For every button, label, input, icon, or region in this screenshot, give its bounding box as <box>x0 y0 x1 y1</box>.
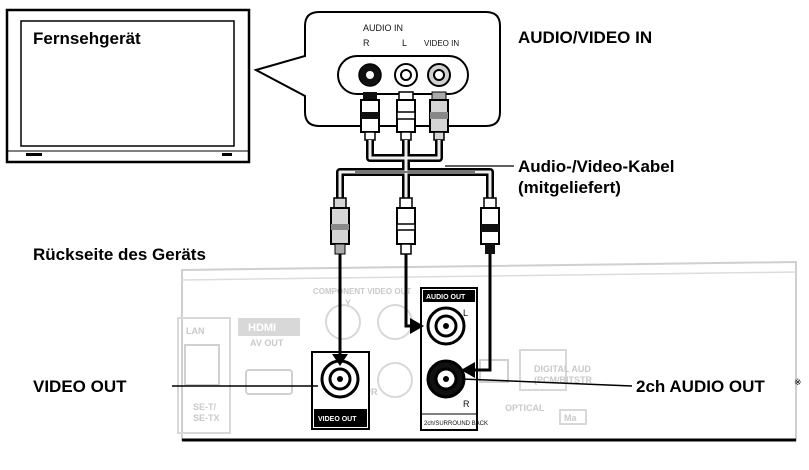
cable-label-line1: Audio-/Video-Kabel <box>518 157 674 176</box>
plug-video-tv <box>429 91 449 141</box>
lan-spec-1: SE-T/ <box>193 402 217 412</box>
plug-r-tv <box>360 92 380 141</box>
cable-label-line2: (mitgeliefert) <box>518 178 621 197</box>
ma-label: Ma <box>564 413 577 423</box>
av-in-title: AUDIO/VIDEO IN <box>518 28 652 47</box>
arrow-head-video <box>332 354 348 366</box>
lan-spec-2: SE-TX <box>193 413 220 423</box>
audio-in-label: AUDIO IN <box>363 23 403 33</box>
digital-audio-label-2: (PCM/BITSTR <box>534 375 592 385</box>
surround-back-label: 2ch/SURROUND BACK <box>424 421 488 427</box>
arrow-head-audio-r <box>461 362 475 378</box>
av-out-label: AV OUT <box>250 338 284 348</box>
device-rear-panel: LAN SE-T/ SE-TX HDMI AV OUT COMPONENT VI… <box>177 260 797 442</box>
device-rear-label: Rückseite des Geräts <box>33 245 206 264</box>
audio-out-l-label: L <box>463 308 468 318</box>
video-out-callout: VIDEO OUT <box>33 377 127 396</box>
optical-label: OPTICAL <box>505 403 545 413</box>
tv-input-callout: AUDIO IN R L VIDEO IN <box>253 11 501 141</box>
component-pr-label: PR <box>365 387 378 397</box>
tv: Fernsehgerät <box>5 8 251 164</box>
jack-audio-r-in <box>358 63 382 87</box>
jack-l-label: L <box>402 38 407 48</box>
audio-out-callout: 2ch AUDIO OUT <box>636 377 765 396</box>
jack-audio-l-in <box>394 63 418 87</box>
audio-out-footnote-mark: ※ <box>794 378 802 388</box>
arrow-heads <box>332 318 475 378</box>
plug-l-tv <box>396 91 416 141</box>
tv-label: Fernsehgerät <box>33 29 141 48</box>
av-cable <box>336 140 494 200</box>
arrow-head-audio-l <box>410 318 424 334</box>
digital-audio-label-1: DIGITAL AUD <box>534 364 591 374</box>
plug-l-device <box>396 197 416 255</box>
audio-out-callout-line <box>461 378 633 387</box>
component-y-label: Y <box>345 298 351 308</box>
video-in-label: VIDEO IN <box>424 39 459 48</box>
audio-out-jack-box: AUDIO OUT L R 2ch/SURROUND BACK <box>420 287 488 431</box>
jack-video-in <box>427 63 451 87</box>
hdmi-logo: HDMI <box>248 322 276 334</box>
audio-out-r-label: R <box>463 399 470 409</box>
jack-r-label: R <box>363 38 370 48</box>
component-video-label: COMPONENT VIDEO OUT <box>313 287 411 296</box>
audio-out-box-label: AUDIO OUT <box>426 294 466 301</box>
plug-r-device <box>480 197 500 254</box>
plug-video-device <box>330 197 350 255</box>
video-out-box-label: VIDEO OUT <box>318 416 357 423</box>
lan-label: LAN <box>186 326 205 336</box>
